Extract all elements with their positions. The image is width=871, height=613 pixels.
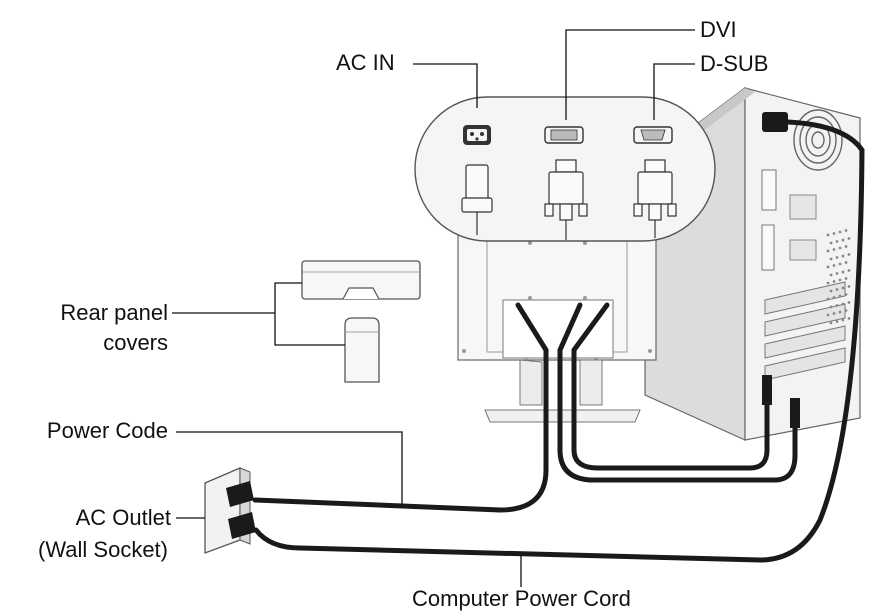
connector-callout [414,96,716,242]
ac-outlet-label-line2: (Wall Socket) [38,537,168,562]
dvi-plug-icon [544,159,588,240]
vent-hole [847,237,851,240]
rear-panel-cover-top [301,260,421,300]
ac-in-socket-icon [463,125,491,145]
rear-panel-cover-bottom [344,317,380,383]
vent-hole [832,264,836,267]
vent-hole [832,248,836,251]
vent-hole [826,249,830,253]
vent-hole [829,321,833,325]
vent-hole [826,297,830,301]
vent-hole [838,262,842,266]
vent-hole [841,238,845,242]
monitor-back [457,224,657,423]
vent-hole [838,246,842,250]
vent-hole [835,304,839,307]
vent-hole [841,254,845,258]
vent-hole [838,278,842,282]
dsub-plug-icon [633,159,677,238]
vent-hole [835,288,839,291]
ac-plug-icon [461,164,493,235]
ac-in-label: AC IN [336,50,395,75]
vent-hole [832,232,836,235]
vent-hole [826,265,830,269]
vent-hole [841,318,845,322]
leader-lines [172,29,695,587]
vent-hole [844,293,848,296]
vent-hole [829,241,833,245]
vent-hole [844,261,848,264]
vent-hole [844,229,848,232]
vent-hole [826,233,830,237]
dvi-label: DVI [700,17,737,42]
dvi-socket-icon [544,126,584,144]
ac-outlet-label-line1: AC Outlet [75,505,171,530]
vent-hole [832,280,836,283]
power-code-label: Power Code [46,418,168,443]
vent-hole [841,270,845,274]
vent-hole [829,289,833,293]
cables [252,119,865,563]
vent-hole [838,230,842,234]
vent-hole [847,285,851,288]
dsub-label: D-SUB [700,51,769,76]
vent-hole [844,277,848,280]
computer-power-cord-label: Computer Power Cord [412,586,631,611]
vent-hole [826,281,830,285]
vent-hole [838,294,842,298]
vent-hole [832,312,836,315]
vent-hole [847,317,851,320]
vent-hole [835,240,839,243]
vent-hole [847,269,851,272]
dsub-socket-icon [633,126,673,144]
vent-hole [832,296,836,299]
vent-hole [829,305,833,309]
rear-panel-covers-label-line2: covers [103,330,168,355]
vent-hole [835,272,839,275]
vent-hole [844,245,848,248]
vent-hole [829,257,833,261]
vent-hole [841,286,845,290]
vent-hole [844,309,848,312]
vent-hole [835,320,839,323]
vent-hole [847,301,851,304]
vent-hole [841,302,845,306]
vent-hole [826,313,830,317]
vent-hole [835,256,839,259]
vent-hole [829,273,833,277]
vent-hole [847,253,851,256]
wall-outlet [204,467,256,554]
vent-hole [838,310,842,314]
rear-panel-covers-label-line1: Rear panel [60,300,168,325]
